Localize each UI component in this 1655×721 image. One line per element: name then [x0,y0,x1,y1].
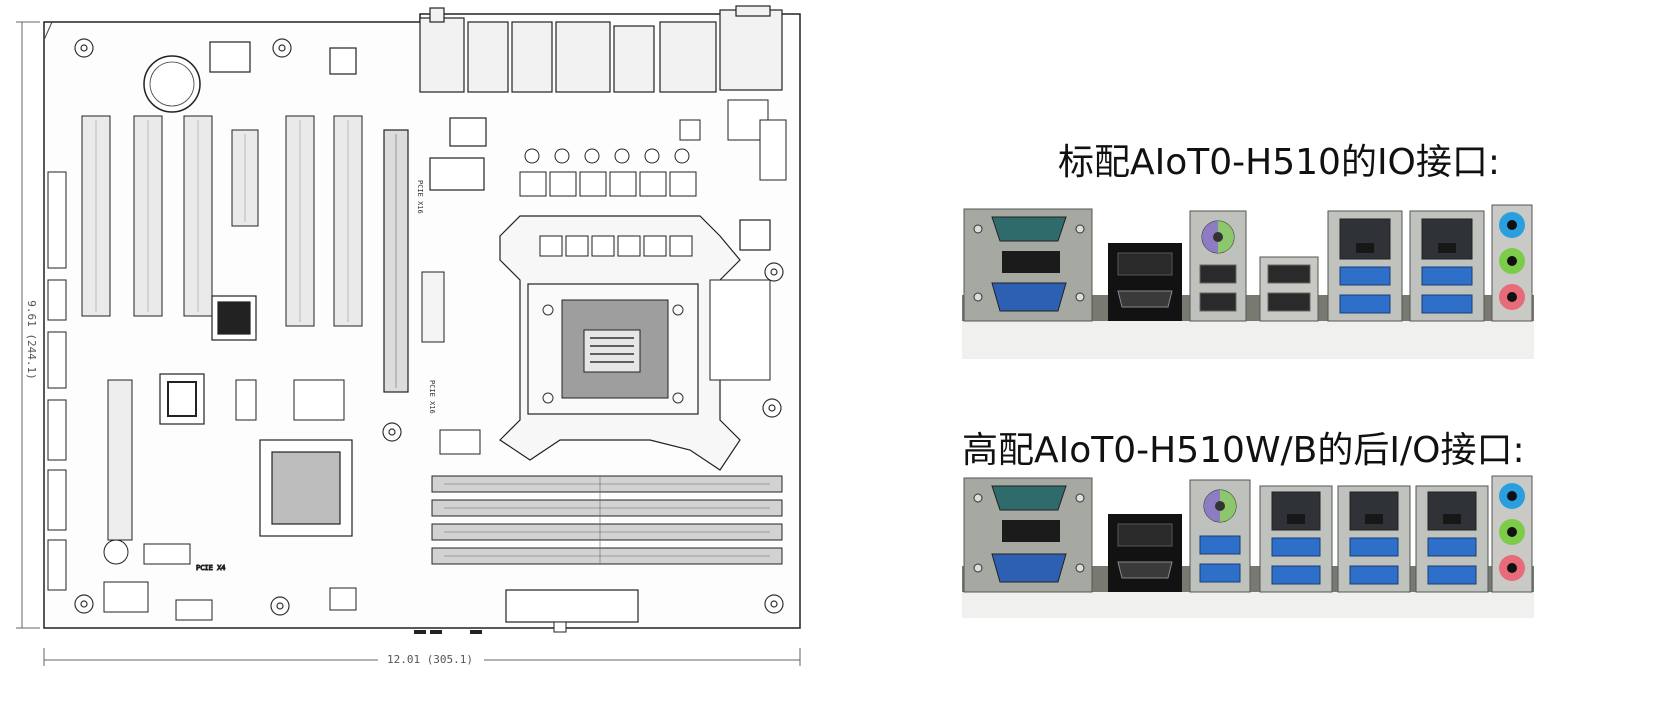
high-io-panel [962,472,1534,618]
width-dimension-label: 12.01 (305.1) [387,653,473,666]
serial-vga-block [963,208,1093,322]
serial-vga-block [963,477,1093,593]
m2-slot [421,271,445,343]
audio-jacks [1491,475,1533,593]
usb2-stack [1259,256,1319,322]
left-edge-headers [47,171,133,591]
high-io-title: 高配AIoT0-H510W/B的后I/O接口: [962,430,1525,471]
pcie-slot-label-3: PCIE X4 [196,564,226,572]
dvi-hdmi-stack [1108,243,1182,321]
serial-port [991,216,1067,242]
lan-usb3-stack-3 [1415,485,1489,593]
vga-port [991,282,1067,312]
rear-io-connectors [419,5,783,93]
standard-io-panel [962,203,1534,359]
serial-port [991,485,1067,511]
audio-jacks [1491,204,1533,322]
lan-usb3-stack-2 [1409,210,1485,322]
ps2-usb3-block [1189,479,1251,593]
atx-power-connector [505,589,639,623]
hdmi-port [1117,561,1173,579]
dvi-hdmi-stack [1108,514,1182,592]
cpu-socket [499,215,741,471]
mounting-holes [74,38,784,616]
lan-usb3-stack-1 [1327,210,1403,322]
vrm-components [519,148,697,257]
height-dimension-label: 9.61 (244.1) [25,300,38,379]
usb2-port [1199,264,1237,284]
pcie-slot-label-1: PCIE X16 [416,180,424,214]
motherboard-layout-drawing: 9.61 (244.1) 12.01 (305.1) [16,5,801,666]
standard-io-title: 标配AIoT0-H510的IO接口: [1058,142,1501,183]
hdmi-port [1117,290,1173,308]
height-dimension [16,21,40,629]
vga-port [991,553,1067,583]
cmos-battery [143,55,201,113]
misc-components: PCIE X4 [103,99,787,621]
pcie-slot-label-2: PCIE X16 [428,380,436,414]
usb2-port [1199,292,1237,312]
motherboard-schematic: 9.61 (244.1) 12.01 (305.1) [16,5,801,666]
header-pins [414,630,482,634]
chipset-ics [159,41,771,537]
lan-usb3-stack-2 [1337,485,1411,593]
lan-usb3-stack-1 [1259,485,1333,593]
ps2-usb2-block [1189,210,1247,322]
